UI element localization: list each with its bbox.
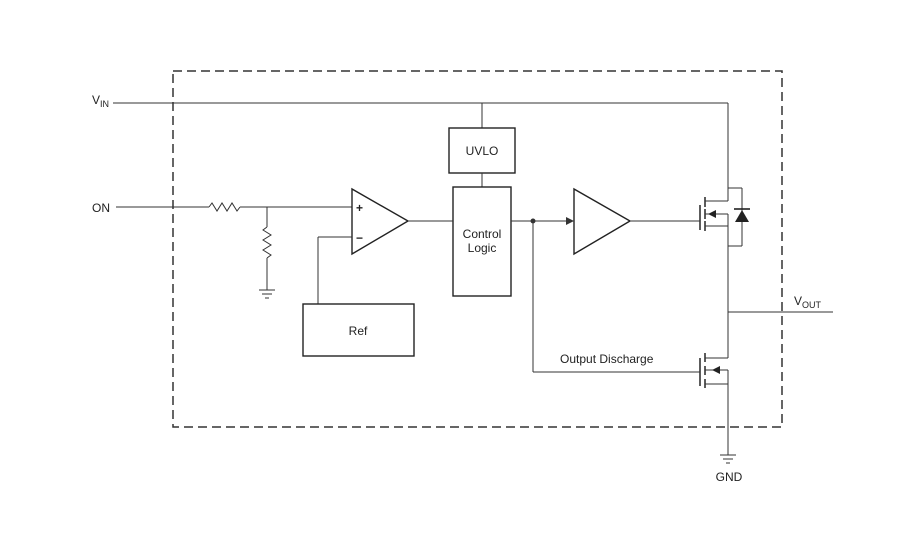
discharge-mosfet-icon — [699, 312, 729, 455]
comparator-minus: − — [356, 231, 363, 245]
gate-driver-triangle — [573, 187, 632, 256]
uvlo-label: UVLO — [466, 144, 499, 158]
output-discharge-label: Output Discharge — [560, 352, 654, 366]
comparator-triangle — [351, 187, 410, 256]
logic-output-wiring — [511, 217, 700, 373]
body-diode-icon — [728, 187, 750, 247]
vout-pin-label: VOUT — [794, 294, 822, 310]
ref-connection — [317, 236, 352, 304]
control-logic-label-line2: Logic — [468, 241, 497, 255]
ref-block — [302, 303, 415, 357]
on-pin-label: ON — [92, 201, 110, 215]
device-boundary — [172, 70, 783, 428]
divider-ground-icon — [259, 289, 275, 299]
uvlo-block — [448, 127, 516, 174]
pass-mosfet-icon — [699, 193, 729, 312]
control-logic-label-line1: Control — [463, 227, 502, 241]
control-logic-block — [452, 186, 512, 297]
vin-pin-label: VIN — [92, 93, 109, 109]
on-input-network — [116, 202, 352, 290]
ref-label: Ref — [349, 324, 368, 338]
vin-rail — [113, 102, 729, 193]
gnd-symbol-icon — [720, 454, 736, 464]
comparator-plus: + — [356, 201, 363, 215]
gnd-pin-label: GND — [716, 470, 743, 484]
